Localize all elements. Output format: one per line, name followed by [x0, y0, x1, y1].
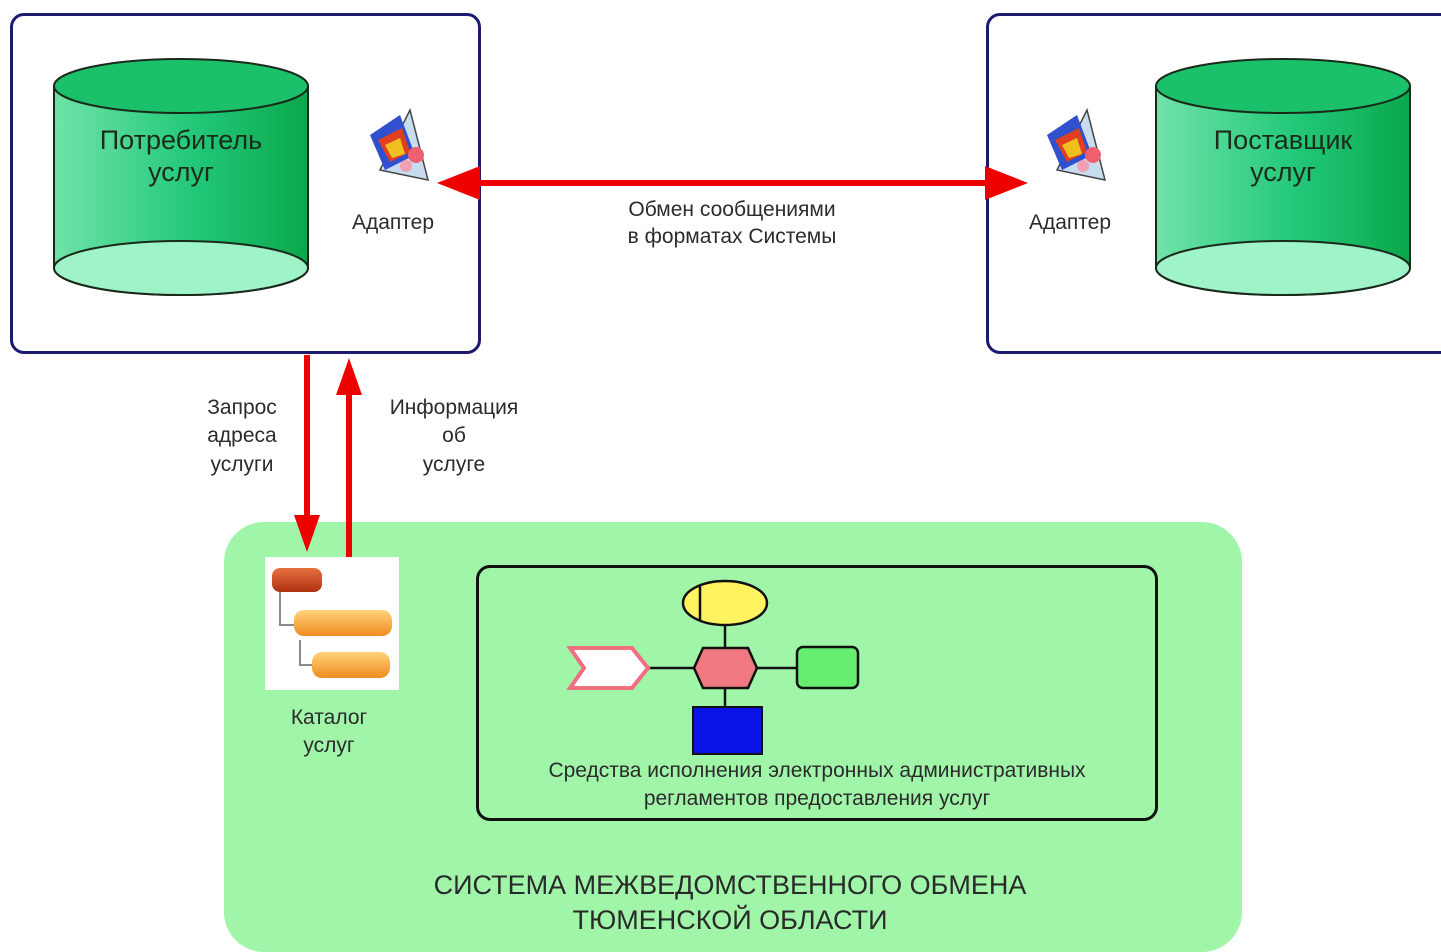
provider-label: Поставщик услуг: [1156, 124, 1410, 189]
consumer-label: Потребитель услуг: [54, 124, 308, 189]
execution-label: Средства исполнения электронных админист…: [480, 757, 1154, 814]
request-label-line1: Запрос: [207, 396, 277, 419]
provider-label-line2: услуг: [1250, 157, 1316, 188]
exchange-label-line2: в форматах Системы: [627, 225, 837, 249]
system-label: СИСТЕМА МЕЖВЕДОМСТВЕННОГО ОБМЕНА ТЮМЕНСК…: [300, 868, 1160, 938]
info-arrow: [336, 358, 362, 557]
exchange-label: Обмен сообщениями в форматах Системы: [572, 196, 892, 251]
system-label-line1: СИСТЕМА МЕЖВЕДОМСТВЕННОГО ОБМЕНА: [433, 870, 1027, 900]
request-arrow: [294, 355, 320, 552]
provider-adapter-label: Адаптер: [1028, 211, 1112, 234]
consumer-label-line1: Потребитель: [99, 125, 263, 155]
consumer-adapter-label: Адаптер: [351, 211, 435, 234]
process-diagram-icon: [566, 579, 860, 755]
consumer-label-line2: услуг: [148, 157, 214, 188]
info-label-line3: услуге: [422, 452, 486, 476]
consumer-database-icon: [53, 58, 309, 296]
catalog-label: Каталог услуг: [269, 704, 389, 761]
catalog-label-line1: Каталог: [290, 706, 368, 729]
system-label-line2: ТЮМЕНСКОЙ ОБЛАСТИ: [572, 905, 888, 936]
catalog-tree-icon: [265, 557, 399, 690]
info-label-line1: Информация: [389, 396, 519, 419]
exchange-arrow: [437, 166, 1028, 200]
request-label-line3: услуги: [210, 452, 274, 476]
execution-frame: [476, 565, 1158, 821]
execution-label-line1: Средства исполнения электронных админист…: [548, 759, 1086, 782]
request-label-line2: адреса: [207, 424, 277, 448]
request-label: Запрос адреса услуги: [182, 394, 302, 479]
info-label-line2: об: [442, 424, 466, 448]
execution-label-line2: регламентов предоставления услуг: [643, 787, 991, 811]
provider-adapter-icon: [1047, 107, 1107, 181]
catalog-label-line2: услуг: [303, 734, 355, 758]
provider-label-line1: Поставщик: [1213, 125, 1353, 155]
info-label: Информация об услуге: [374, 394, 534, 479]
provider-database-icon: [1155, 58, 1411, 296]
exchange-label-line1: Обмен сообщениями: [628, 198, 836, 221]
consumer-adapter-icon: [370, 107, 430, 181]
